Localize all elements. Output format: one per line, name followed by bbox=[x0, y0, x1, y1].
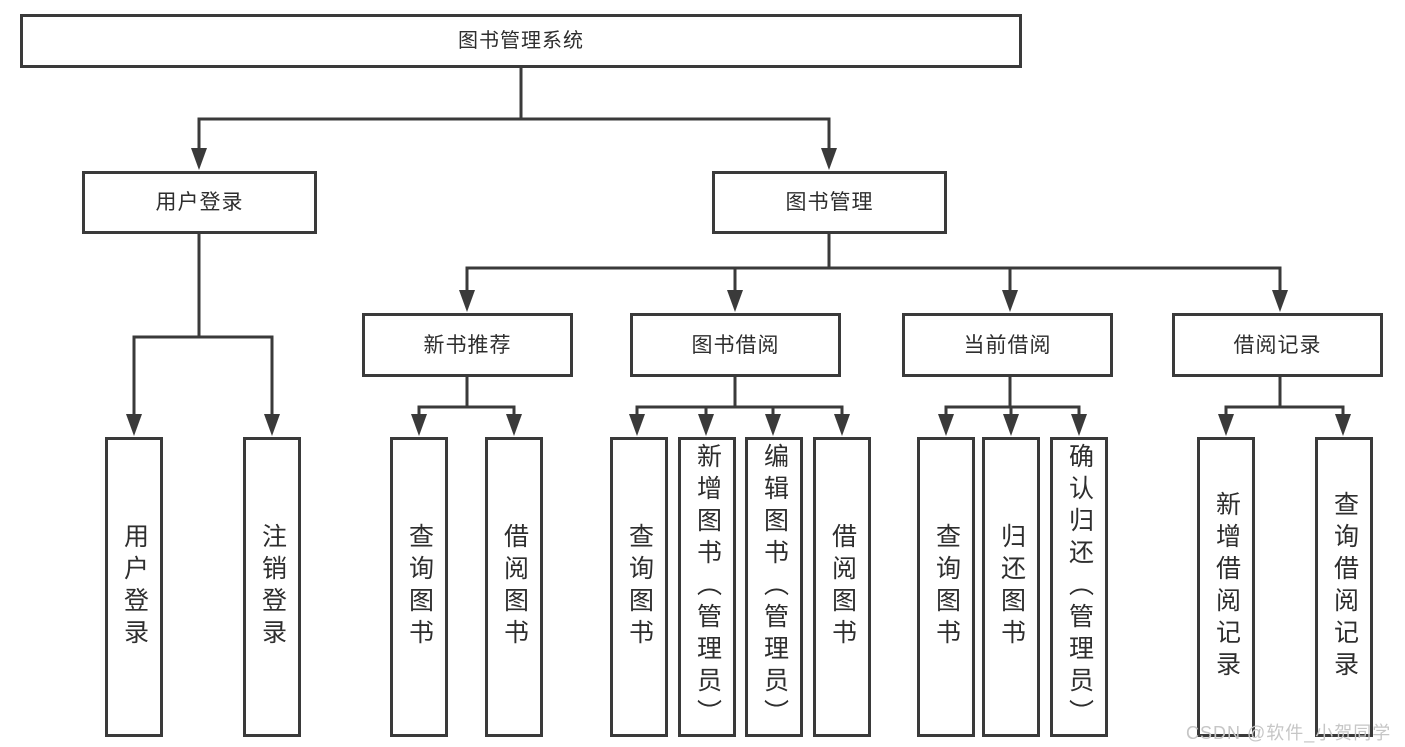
node-label: 查询图书 bbox=[932, 523, 961, 651]
node-label: 用户登录 bbox=[120, 523, 149, 651]
arrowhead bbox=[126, 414, 142, 436]
leaf-user-login: 用户登录 bbox=[105, 437, 163, 737]
leaf-query-books-borrow: 查询图书 bbox=[610, 437, 668, 737]
connector-book-management-split bbox=[465, 232, 1282, 296]
node-label: 新增借阅记录 bbox=[1212, 491, 1241, 683]
node-label: 图书管理系统 bbox=[458, 30, 584, 52]
leaf-query-books-current: 查询图书 bbox=[917, 437, 975, 737]
node-label: 注销登录 bbox=[258, 523, 287, 651]
arrowhead bbox=[1002, 290, 1018, 312]
leaf-query-borrow-record: 查询借阅记录 bbox=[1315, 437, 1373, 737]
arrowhead bbox=[834, 414, 850, 436]
arrowhead bbox=[629, 414, 645, 436]
arrowhead bbox=[1272, 290, 1288, 312]
node-label: 编辑图书（管理员） bbox=[760, 443, 789, 731]
node-label: 借阅记录 bbox=[1233, 333, 1322, 357]
leaf-add-book-admin: 新增图书（管理员） bbox=[678, 437, 736, 737]
arrowhead bbox=[727, 290, 743, 312]
node-label: 查询借阅记录 bbox=[1330, 491, 1359, 683]
leaf-logout: 注销登录 bbox=[243, 437, 301, 737]
node-label: 用户登录 bbox=[155, 191, 244, 214]
leaf-confirm-return-admin: 确认归还（管理员） bbox=[1050, 437, 1108, 737]
leaf-borrow-books-recommend: 借阅图书 bbox=[485, 437, 543, 737]
node-label: 确认归还（管理员） bbox=[1065, 443, 1094, 731]
node-book-borrow: 图书借阅 bbox=[630, 313, 841, 377]
node-label: 图书借阅 bbox=[691, 333, 780, 357]
arrowhead bbox=[938, 414, 954, 436]
connector-book-borrow-split bbox=[635, 375, 844, 420]
node-new-book-recommend: 新书推荐 bbox=[362, 313, 573, 377]
leaf-borrow-books: 借阅图书 bbox=[813, 437, 871, 737]
arrowhead bbox=[1003, 414, 1019, 436]
node-label: 借阅图书 bbox=[828, 523, 857, 651]
arrowhead bbox=[191, 148, 207, 170]
arrowhead bbox=[264, 414, 280, 436]
leaf-edit-book-admin: 编辑图书（管理员） bbox=[745, 437, 803, 737]
leaf-query-books-recommend: 查询图书 bbox=[390, 437, 448, 737]
arrowhead bbox=[1071, 414, 1087, 436]
node-user-login: 用户登录 bbox=[82, 171, 317, 234]
arrowhead bbox=[506, 414, 522, 436]
watermark: CSDN @软件_小贺同学 bbox=[1186, 723, 1392, 743]
connector-user-login-split bbox=[132, 232, 274, 420]
arrowhead bbox=[459, 290, 475, 312]
node-label: 当前借阅 bbox=[963, 333, 1052, 357]
arrowhead bbox=[1218, 414, 1234, 436]
node-label: 归还图书 bbox=[997, 523, 1026, 651]
arrowheads bbox=[126, 148, 1351, 436]
arrowhead bbox=[1335, 414, 1351, 436]
leaf-add-borrow-record: 新增借阅记录 bbox=[1197, 437, 1255, 737]
arrowhead bbox=[698, 414, 714, 436]
arrowhead bbox=[765, 414, 781, 436]
connector-new-book-split bbox=[417, 375, 516, 420]
connector-current-borrow-split bbox=[944, 375, 1081, 420]
arrowhead bbox=[821, 148, 837, 170]
node-label: 图书管理 bbox=[785, 191, 874, 214]
node-current-borrow: 当前借阅 bbox=[902, 313, 1113, 377]
connector-borrow-record-split bbox=[1224, 375, 1345, 420]
node-label: 新书推荐 bbox=[423, 333, 512, 357]
connector-root-split bbox=[197, 65, 831, 154]
node-borrow-records: 借阅记录 bbox=[1172, 313, 1383, 377]
node-label: 查询图书 bbox=[405, 523, 434, 651]
node-label: 新增图书（管理员） bbox=[693, 443, 722, 731]
arrowhead bbox=[411, 414, 427, 436]
leaf-return-book: 归还图书 bbox=[982, 437, 1040, 737]
node-label: 借阅图书 bbox=[500, 523, 529, 651]
node-book-management: 图书管理 bbox=[712, 171, 947, 234]
node-label: 查询图书 bbox=[625, 523, 654, 651]
node-library-management-system: 图书管理系统 bbox=[20, 14, 1022, 68]
